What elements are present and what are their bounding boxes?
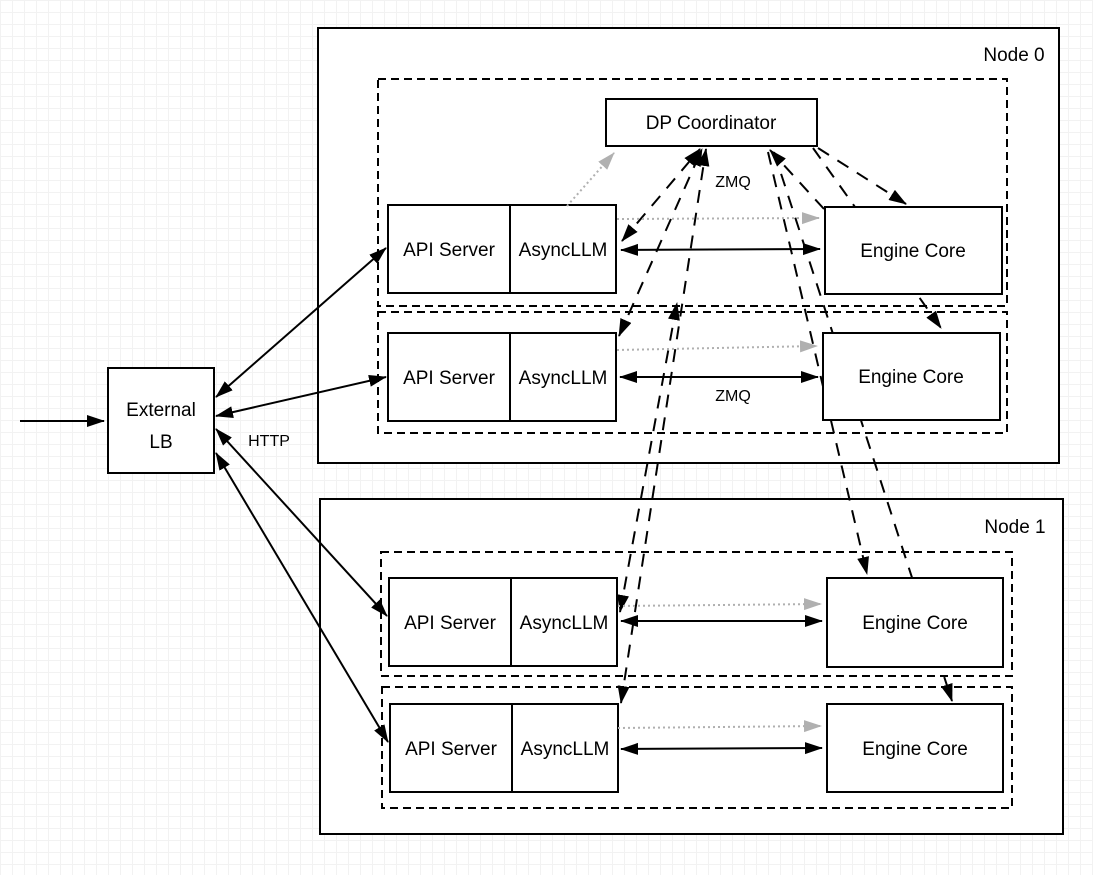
asyncllm-engine-zmq-arrows <box>619 243 823 755</box>
lb-api-arrow-n1r2 <box>215 452 389 743</box>
asyncllm-engine-dotted-arrow-n1r2 <box>617 720 822 733</box>
api-asyncllm-rect <box>389 703 619 793</box>
dotted-gray-arrows <box>566 152 822 733</box>
http-label: HTTP <box>248 433 290 450</box>
dp-engine-dashed-arrow-n0r1 <box>817 147 907 205</box>
dp-engine-dashed-arrow-n0r2 <box>812 147 942 329</box>
node0-label: Node 0 <box>983 45 1044 66</box>
external-lb-label-line2: LB <box>149 432 172 453</box>
dp-engine-dashed-arrow-n1r1 <box>767 151 869 575</box>
engine-core-box-n1r1 <box>826 577 1004 668</box>
asyncllm-engine-dotted-arrow-n0r2 <box>616 340 818 353</box>
api-asyncllm-box-n1r2 <box>389 703 619 793</box>
asyncllm-label-n1r1: AsyncLLM <box>520 613 609 634</box>
dp-coordinator-label: DP Coordinator <box>646 113 777 134</box>
asyncllm-label-n0r1: AsyncLLM <box>519 240 608 261</box>
lb-api-arrow-n0r2 <box>215 374 387 419</box>
lb-api-arrow-n0r1 <box>215 247 387 398</box>
asyncllm-engine-dotted-arrow-n1r1 <box>617 598 822 611</box>
api-server-label-n0r2: API Server <box>403 368 496 389</box>
node1-label: Node 1 <box>984 517 1045 538</box>
external-lb-label-line1: External <box>126 400 196 421</box>
api-asyncllm-rect <box>388 577 618 667</box>
engine-core-label-n0r1: Engine Core <box>860 241 966 262</box>
http-arrows <box>20 247 389 743</box>
api-asyncllm-box-n0r1 <box>387 204 617 294</box>
api-server-label-n1r1: API Server <box>404 613 497 634</box>
api-asyncllm-rect <box>387 204 617 294</box>
engine-core-box-n1r2 <box>826 703 1004 793</box>
api-asyncllm-rect <box>387 332 617 422</box>
api-asyncllm-box-n1r1 <box>388 577 618 667</box>
engine-core-label-n1r1: Engine Core <box>862 613 968 634</box>
asyncllm-dp-dotted-arrow <box>566 152 615 207</box>
engine-core-box-n0r2 <box>822 332 1001 421</box>
asyncllm-label-n0r2: AsyncLLM <box>519 368 608 389</box>
dp-coordinator-box <box>605 98 818 147</box>
dp-asyncllm-dashed-arrow-n1r2 <box>617 148 710 704</box>
api-asyncllm-box-n0r2 <box>387 332 617 422</box>
engine-core-label-n0r2: Engine Core <box>858 367 964 388</box>
engine-core-label-n1r2: Engine Core <box>862 739 968 760</box>
coordinator-dashed-links <box>617 147 953 704</box>
external-lb-box <box>107 367 215 474</box>
asyncllm-engine-arrow-n1r2 <box>620 742 823 755</box>
asyncllm-engine-dotted-arrow-n0r1 <box>616 212 820 225</box>
api-server-label-n0r1: API Server <box>403 240 496 261</box>
asyncllm-engine-arrow-n0r1 <box>620 243 821 256</box>
zmq-label-engine: ZMQ <box>715 388 751 405</box>
zmq-label-coordinator: ZMQ <box>715 174 751 191</box>
engine-core-box-n0r1 <box>824 206 1003 295</box>
asyncllm-label-n1r2: AsyncLLM <box>521 739 610 760</box>
api-server-label-n1r2: API Server <box>405 739 498 760</box>
